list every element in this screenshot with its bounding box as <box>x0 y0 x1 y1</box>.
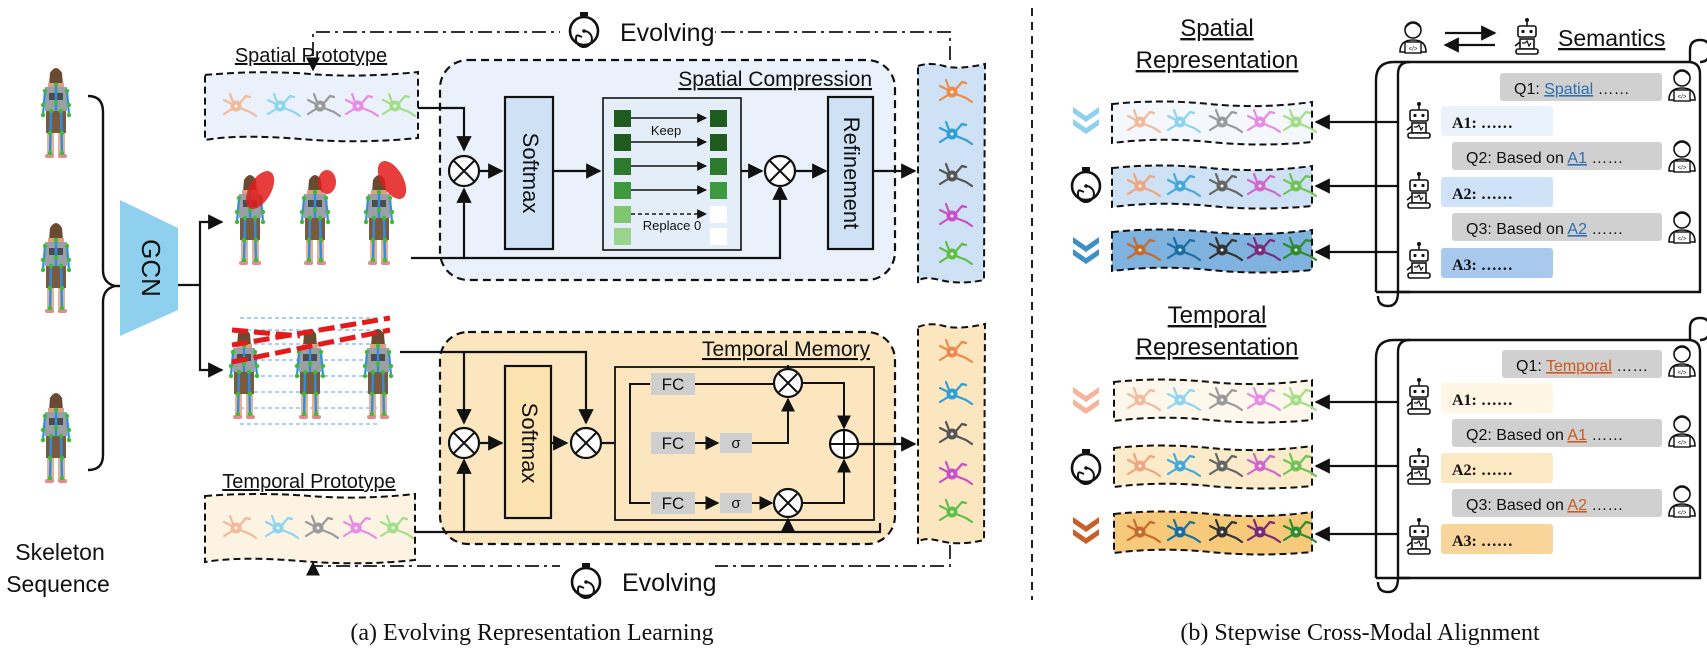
spatial-a2-bubble <box>1441 177 1553 207</box>
softmax-block-temporal <box>503 364 553 520</box>
chevron-down-icon <box>1073 237 1099 264</box>
spatial-a1: A1: …… <box>1452 115 1513 132</box>
evolving-bottom-loop <box>306 545 951 576</box>
temporal-frames <box>227 315 395 425</box>
spatial-q3: Q3: Based on A2 …… <box>1466 221 1623 238</box>
stopwatch-icon <box>1070 447 1102 486</box>
replace-label: Replace 0 <box>643 218 702 233</box>
temporal-a1-bubble <box>1441 383 1553 413</box>
chevron-down-icon <box>1073 387 1099 414</box>
temporal-a2-bubble <box>1441 453 1553 483</box>
sigma-block-1 <box>720 433 752 453</box>
temporal-q3: Q3: Based on A2 …… <box>1466 497 1623 514</box>
caption-left: (a) Evolving Representation Learning <box>350 620 713 646</box>
fc-block-3 <box>651 492 695 514</box>
person-skeleton-icon <box>39 221 73 315</box>
spatial-prototype-title: Spatial Prototype <box>235 45 387 67</box>
spatial-rep-bar-3 <box>1111 228 1318 274</box>
keep-right-column <box>710 110 727 245</box>
temporal-memory-title: Temporal Memory <box>702 338 871 361</box>
evolving-top-label: Evolving <box>620 19 715 47</box>
spatial-q3-bubble <box>1452 213 1662 241</box>
chevron-down-icon <box>1073 517 1099 544</box>
skeleton-sequence <box>39 66 73 485</box>
spatial-compression-title: Spatial Compression <box>678 68 872 91</box>
spatial-a3: A3: …… <box>1452 257 1513 274</box>
spatial-a3-bubble <box>1441 248 1553 278</box>
spatial-prototype-box <box>204 70 419 143</box>
chevron-down-icon <box>1073 107 1099 134</box>
stopwatch-icon <box>1070 165 1102 204</box>
caption-right: (b) Stepwise Cross-Modal Alignment <box>1180 620 1540 646</box>
keep-left-column <box>614 110 631 245</box>
softmax-label-spatial: Softmax <box>518 133 543 214</box>
keep-label: Keep <box>651 123 681 138</box>
temporal-q1: Q1: Temporal …… <box>1516 358 1648 375</box>
spatial-a1-bubble <box>1441 106 1553 136</box>
fc-label-3: FC <box>662 494 685 513</box>
softmax-label-temporal: Softmax <box>517 403 542 484</box>
temporal-prototype-box <box>204 492 416 565</box>
spatial-q1: Q1: Spatial …… <box>1514 81 1630 98</box>
temporal-q1-bubble <box>1502 350 1662 378</box>
temporal-rep-title-2: Representation <box>1136 334 1299 361</box>
evolving-bottom-label: Evolving <box>622 569 717 597</box>
temporal-a3: A3: …… <box>1452 533 1513 550</box>
spatial-q2-bubble <box>1452 142 1662 170</box>
spatial-a2: A2: …… <box>1452 186 1513 203</box>
skeleton-label-line1: Skeleton <box>15 539 105 565</box>
person-skeleton-icon <box>39 66 73 160</box>
fc-block-1 <box>651 373 695 395</box>
spatial-rep-title-1: Spatial <box>1180 15 1253 42</box>
person-skeleton-icon <box>361 327 395 421</box>
temporal-q3-bubble <box>1452 489 1662 517</box>
sequence-brace <box>87 94 116 472</box>
sigma-label-1: σ <box>731 435 741 452</box>
temporal-a3-bubble <box>1441 524 1553 554</box>
spatial-rep-title-2: Representation <box>1136 47 1299 74</box>
sigma-block-2 <box>720 493 752 513</box>
temporal-rep-bar-3 <box>1113 510 1318 556</box>
user-coder-icon <box>1399 21 1427 54</box>
spatial-frames <box>233 161 407 267</box>
temporal-rep-bar-2 <box>1113 444 1318 490</box>
gcn-block <box>120 200 178 336</box>
temporal-q2: Q2: Based on A1 …… <box>1466 427 1623 444</box>
temporal-a2: A2: …… <box>1452 462 1513 479</box>
spatial-q1-bubble <box>1500 73 1662 101</box>
skeleton-label-line2: Sequence <box>6 571 110 597</box>
temporal-rep-title-1: Temporal <box>1168 302 1267 329</box>
fc-block-2 <box>651 432 695 454</box>
temporal-rep-bar-1 <box>1113 378 1318 424</box>
sigma-label-2: σ <box>731 495 741 512</box>
semantics-label: Semantics <box>1558 25 1665 51</box>
gcn-label: GCN <box>136 239 166 297</box>
person-skeleton-icon <box>39 391 73 485</box>
temporal-a1: A1: …… <box>1452 392 1513 409</box>
softmax-block-spatial <box>503 95 555 251</box>
fc-label-2: FC <box>662 434 685 453</box>
robot-icon <box>1514 17 1539 55</box>
spatial-q2: Q2: Based on A1 …… <box>1466 150 1623 167</box>
temporal-prototype-title: Temporal Prototype <box>222 471 395 493</box>
evolving-top-loop <box>306 31 951 72</box>
temporal-q2-bubble <box>1452 419 1662 447</box>
spatial-rep-bar-2 <box>1111 164 1318 210</box>
refinement-block <box>826 95 875 251</box>
refinement-label: Refinement <box>839 117 864 230</box>
fc-label-1: FC <box>662 375 685 394</box>
spatial-rep-bar-1 <box>1111 100 1318 146</box>
